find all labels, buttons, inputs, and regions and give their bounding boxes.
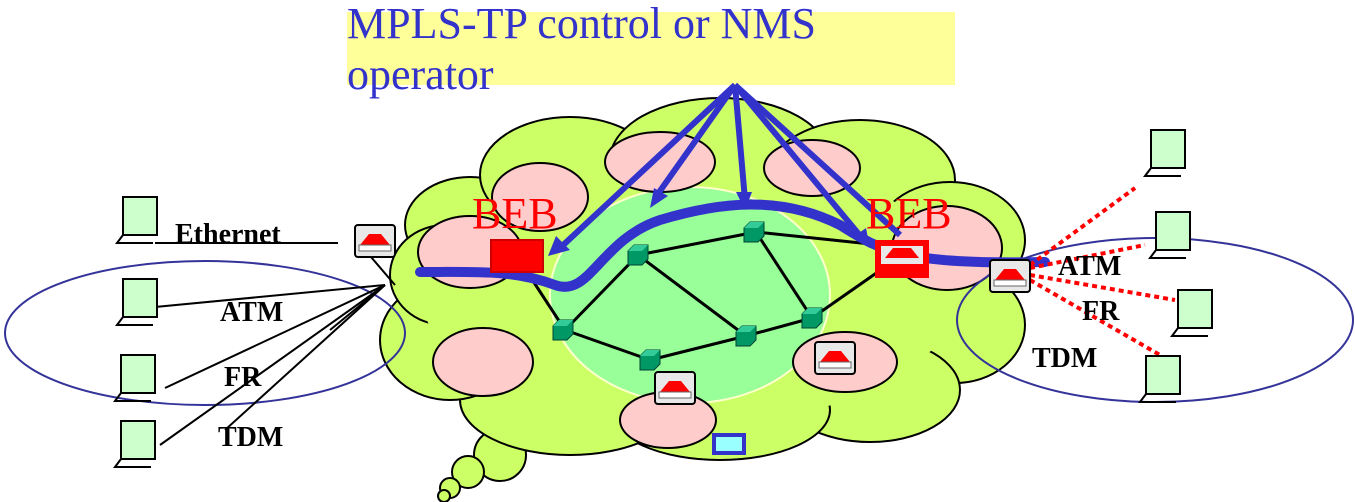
label-left-tdm: TDM xyxy=(218,422,283,453)
core-node-4 xyxy=(735,325,757,347)
core-node-5 xyxy=(801,307,823,329)
core-node-1 xyxy=(627,244,649,266)
left-site-ellipse xyxy=(4,260,406,406)
left-pc-atm xyxy=(116,278,158,326)
left-pc-ethernet xyxy=(116,196,158,244)
label-right-tdm: TDM xyxy=(1032,343,1097,374)
right-pc-2 xyxy=(1149,211,1191,259)
right-pc-1 xyxy=(1144,129,1186,177)
cloud-switch-right xyxy=(814,341,856,375)
label-right-atm: ATM xyxy=(1058,251,1121,282)
beb-left-label: BEB xyxy=(472,189,558,238)
left-edge-switch xyxy=(354,224,396,258)
provider-cloud xyxy=(379,97,1026,461)
core-node-6 xyxy=(639,349,661,371)
core-links xyxy=(516,230,896,362)
cloud-switch-bottom xyxy=(654,371,696,405)
right-pc-3 xyxy=(1171,289,1213,337)
control-banner: MPLS-TP control or NMS operator xyxy=(347,0,955,99)
left-pc-tdm xyxy=(114,420,156,468)
beb-right-label: BEB xyxy=(866,189,952,238)
control-arrows xyxy=(548,82,903,256)
label-left-fr: FR xyxy=(224,362,262,393)
label-ethernet: Ethernet xyxy=(175,219,281,250)
label-left-atm: ATM xyxy=(220,297,283,328)
left-links xyxy=(154,242,396,446)
right-edge-switch xyxy=(989,259,1031,293)
core-node-3 xyxy=(552,319,574,341)
beb-left-box xyxy=(490,239,544,273)
right-pc-4 xyxy=(1139,355,1181,403)
label-right-fr: FR xyxy=(1082,296,1120,327)
banner-text: MPLS-TP control or NMS operator xyxy=(347,0,816,99)
right-links xyxy=(1028,186,1176,357)
small-device xyxy=(712,433,746,455)
core-node-2 xyxy=(743,221,765,243)
left-pc-fr xyxy=(114,354,156,402)
